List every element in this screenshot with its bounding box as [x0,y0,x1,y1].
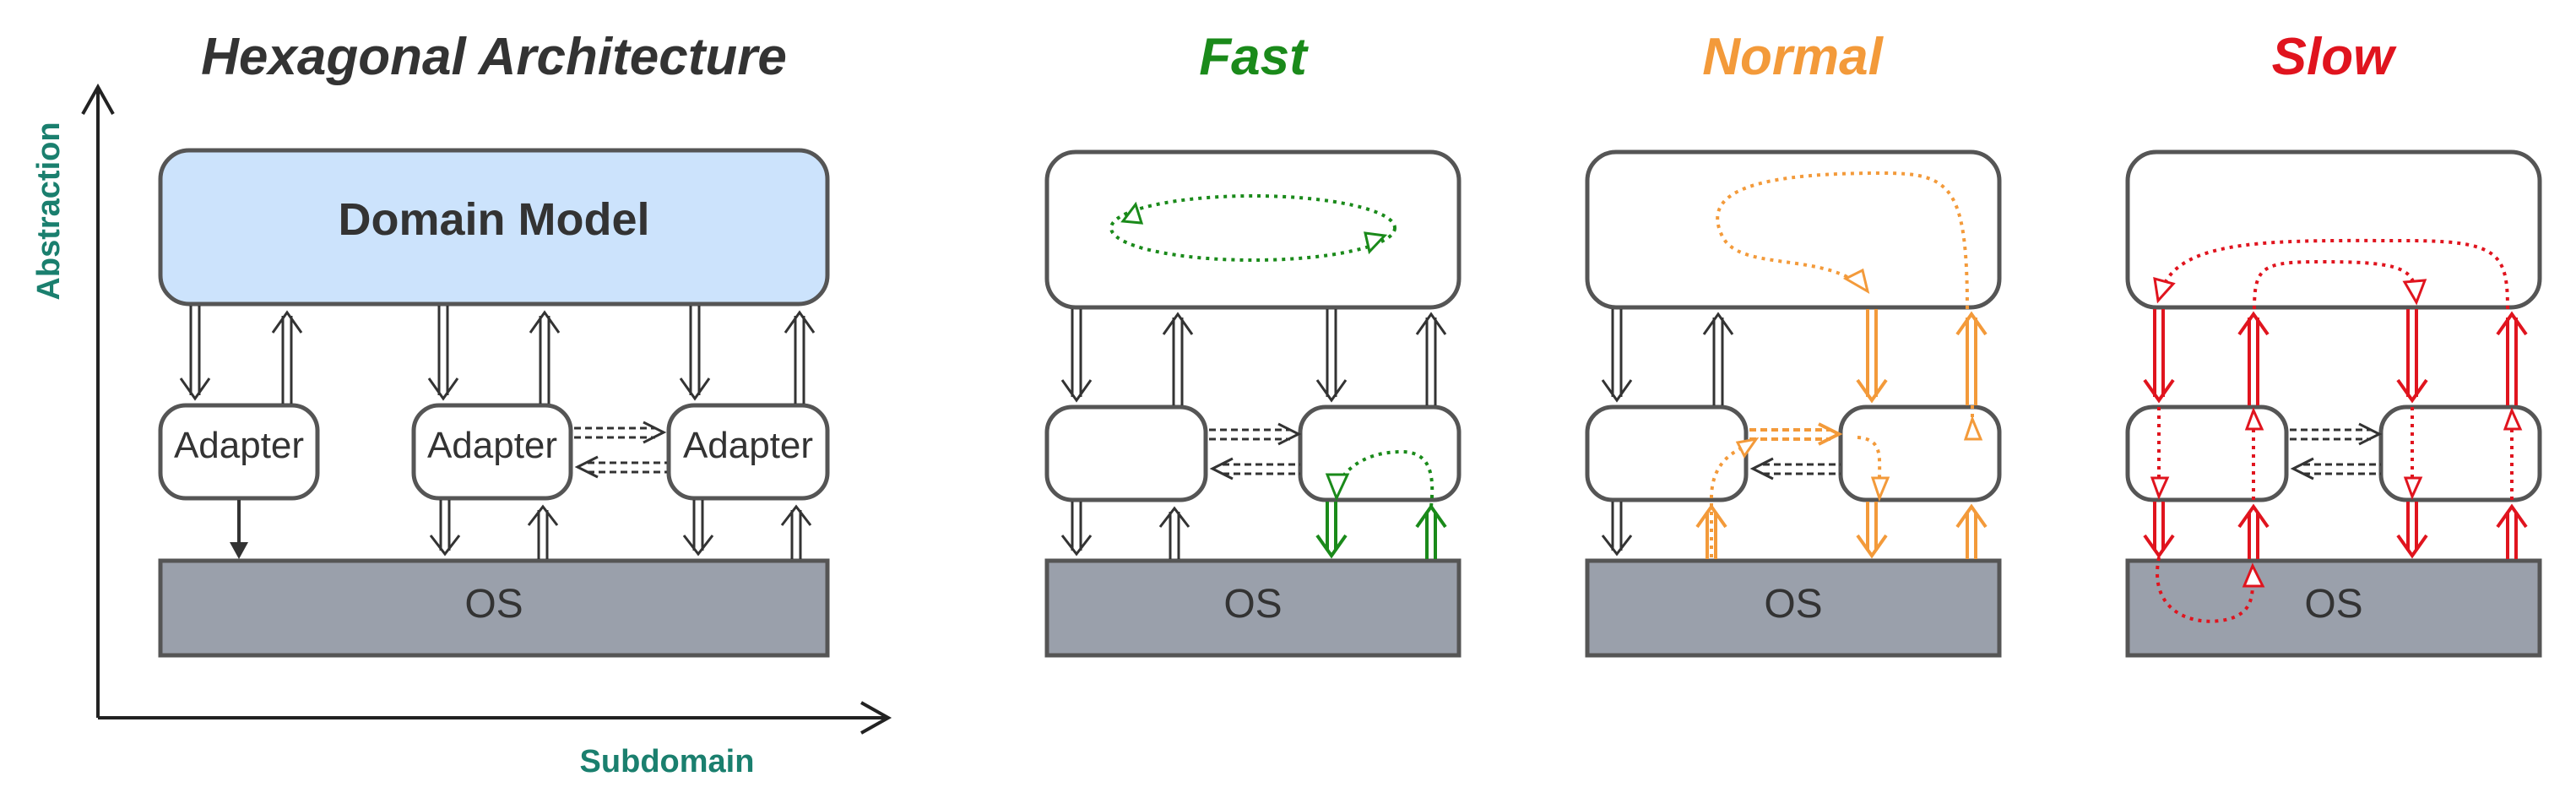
domain-model-label: Domain Model [338,194,649,245]
adapter-label-1: Adapter [174,425,304,466]
title-fast: Fast [1199,28,1309,86]
adapter-label-3: Adapter [683,425,813,466]
adapter-box-1 [158,403,320,501]
os-label-normal: OS [1764,582,1822,627]
axes [81,83,892,735]
os-label: OS [464,582,523,627]
os-label-slow: OS [2304,582,2362,627]
panel-slow: OS [2125,149,2542,658]
y-axis-label: Abstraction [31,122,67,300]
panel-hexagonal: Domain Model Adapter Adapter Adapter OS [158,148,830,658]
title-slow: Slow [2272,28,2397,86]
adapter-box-2 [411,403,573,501]
os-box [158,558,830,658]
x-axis-label: Subdomain [580,744,755,779]
adapter-label-2: Adapter [427,425,557,466]
adapter-box-3 [666,403,830,501]
panel-normal: OS [1585,149,2002,658]
title-normal: Normal [1702,28,1884,86]
os-label-fast: OS [1223,582,1282,627]
panel-fast: OS [1044,149,1462,658]
domain-model-box [158,148,830,307]
title-hexagonal: Hexagonal Architecture [201,28,787,86]
